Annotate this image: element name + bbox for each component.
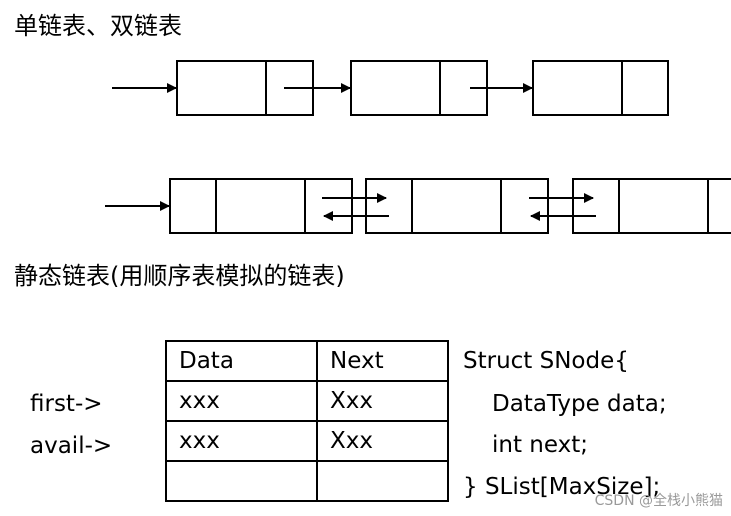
singly-linked-list	[112, 60, 669, 116]
watermark: CSDN @全栈小熊猫	[594, 493, 723, 509]
cell-next: Xxx	[316, 420, 449, 462]
static-list-table: Data Next xxx Xxx xxx Xxx	[165, 340, 449, 502]
avail-pointer-label: avail->	[30, 433, 113, 459]
cell-data: xxx	[165, 380, 318, 422]
table-header-row: Data Next	[165, 340, 449, 382]
first-pointer-label: first->	[30, 391, 103, 417]
code-line-close: } SList[MaxSize];	[463, 474, 661, 500]
table-row: xxx Xxx	[165, 420, 449, 462]
heading-static-list: 静态链表(用顺序表模拟的链表)	[14, 262, 345, 290]
cell-next	[316, 460, 449, 502]
code-line-data: DataType data;	[492, 391, 667, 417]
cell-next: Xxx	[316, 380, 449, 422]
code-line-next: int next;	[492, 432, 588, 458]
dnode-3	[572, 178, 731, 234]
dnode-1	[169, 178, 353, 234]
header-data: Data	[165, 340, 318, 382]
code-line-struct: Struct SNode{	[463, 348, 629, 374]
node-3	[532, 60, 669, 116]
table-row: xxx Xxx	[165, 380, 449, 422]
header-next: Next	[316, 340, 449, 382]
table-row	[165, 460, 449, 502]
dnode-2	[365, 178, 549, 234]
node-2	[350, 60, 488, 116]
heading-linked-lists: 单链表、双链表	[14, 12, 182, 40]
cell-data	[165, 460, 318, 502]
doubly-linked-list	[105, 178, 731, 234]
cell-data: xxx	[165, 420, 318, 462]
